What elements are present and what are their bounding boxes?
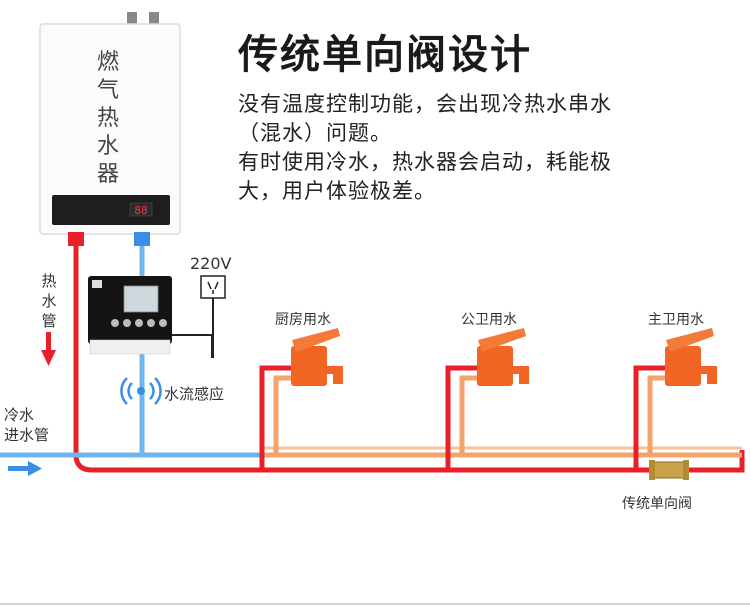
kitchen-faucet-icon [291,328,343,386]
heater-display-value: 88 [134,204,147,217]
desc-line-2: （混水）问题。 [238,121,392,145]
controller-screen [123,285,159,313]
heater-cold-inlet [134,232,150,246]
controller-button-5 [159,319,167,327]
controller-button-3 [135,319,143,327]
flow-sensor-label: 水流感应 [164,385,225,403]
voltage-label: 220V [190,254,232,273]
heater-casing [39,23,181,235]
heater-flue-left [127,12,137,28]
check-valve-icon [649,460,689,480]
controller-button-4 [147,319,155,327]
heater-control-panel [52,195,170,225]
public-bath-faucet-label: 公卫用水 [461,312,517,328]
flow-sensor-signal-icon [120,377,162,405]
desc-line-1: 没有温度控制功能，会出现冷热水串水 [238,92,612,116]
power-cord [170,334,213,358]
cold-flow-arrow-icon [8,461,42,476]
heater-label-char-4: 水 [96,134,119,159]
page-title: 传统单向阀设计 [238,32,532,78]
hot-pipe-label-char-3: 管 [41,312,57,330]
master-bath-branch [633,365,669,470]
power-socket-icon [200,275,226,299]
hot-flow-arrow-icon [41,332,56,366]
heater-label-char-3: 热 [96,106,119,131]
heater-label-char-5: 器 [96,162,119,187]
desc-line-3: 有时使用冷水，热水器会启动，耗能极 [238,150,612,174]
heater-flue-right [149,12,159,28]
water-heater [39,12,181,246]
cold-inlet-label-line-1: 冷水 [4,406,35,424]
kitchen-faucet-label: 厨房用水 [275,312,331,328]
public-bath-branch [445,365,481,470]
hot-pipe-label-char-1: 热 [41,272,57,290]
kitchen-branch [259,365,295,470]
check-valve-label: 传统单向阀 [622,496,692,512]
cold-inlet-label-line-2: 进水管 [4,426,50,444]
bottom-divider [0,603,750,605]
hot-pipe-label-char-2: 水 [41,292,57,310]
heater-display [129,202,153,217]
desc-line-4: 大，用户体验极差。 [238,179,436,203]
master-bath-faucet-label: 主卫用水 [648,312,704,328]
hot-water-main-pipe [73,246,745,473]
heater-hot-outlet [68,232,84,246]
controller-button-1 [111,319,119,327]
heater-label-char-1: 燃 [96,50,119,75]
heater-label-char-2: 气 [96,78,119,103]
controller-unit [88,276,214,358]
public-bath-faucet-icon [477,328,529,386]
master-bath-faucet-icon [665,328,717,386]
controller-button-2 [123,319,131,327]
